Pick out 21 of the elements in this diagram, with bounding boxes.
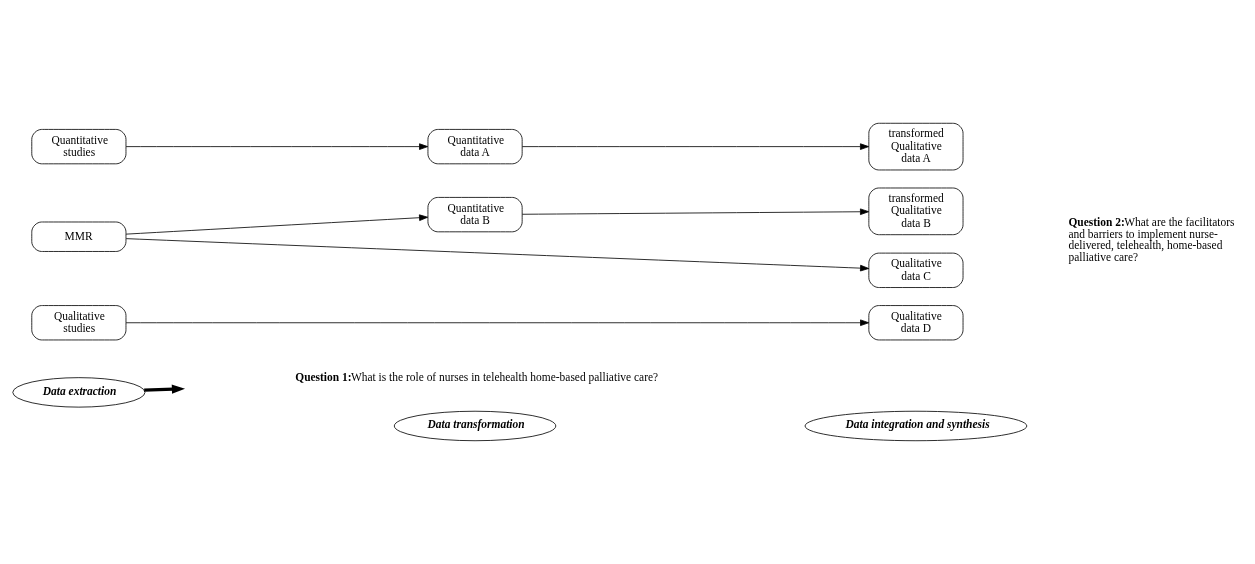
node-ellipse: Data extraction [12, 377, 146, 408]
node-box: Qualitative data C [868, 252, 964, 288]
node-box: transformed Qualitative data A [868, 122, 964, 171]
node-box: MMR [31, 221, 127, 252]
node-text: Question 2:What are the facilitators and barriers to implement nurse-delivered, telehealth, home-based palliative care? [1068, 216, 1235, 263]
arrow [144, 384, 186, 394]
arrow [125, 238, 870, 272]
arrow [125, 214, 429, 235]
node-ellipse: Data integration and synthesis [804, 410, 1028, 442]
node-box: Quantitative studies [31, 129, 127, 165]
arrow [521, 208, 870, 216]
node-text: Question 1:What is the role of nurses in telehealth home-based palliative care? [295, 371, 659, 384]
arrow [521, 143, 870, 150]
arrow [125, 319, 870, 327]
node-box: Qualitative studies [31, 305, 127, 341]
node-box: transformed Qualitative data B [868, 187, 964, 236]
arrow [125, 143, 429, 150]
node-box: Quantitative data A [427, 129, 523, 165]
node-ellipse: Data transformation [393, 410, 557, 442]
node-box: Qualitative data D [868, 305, 964, 341]
node-box: Quantitative data B [427, 197, 523, 233]
